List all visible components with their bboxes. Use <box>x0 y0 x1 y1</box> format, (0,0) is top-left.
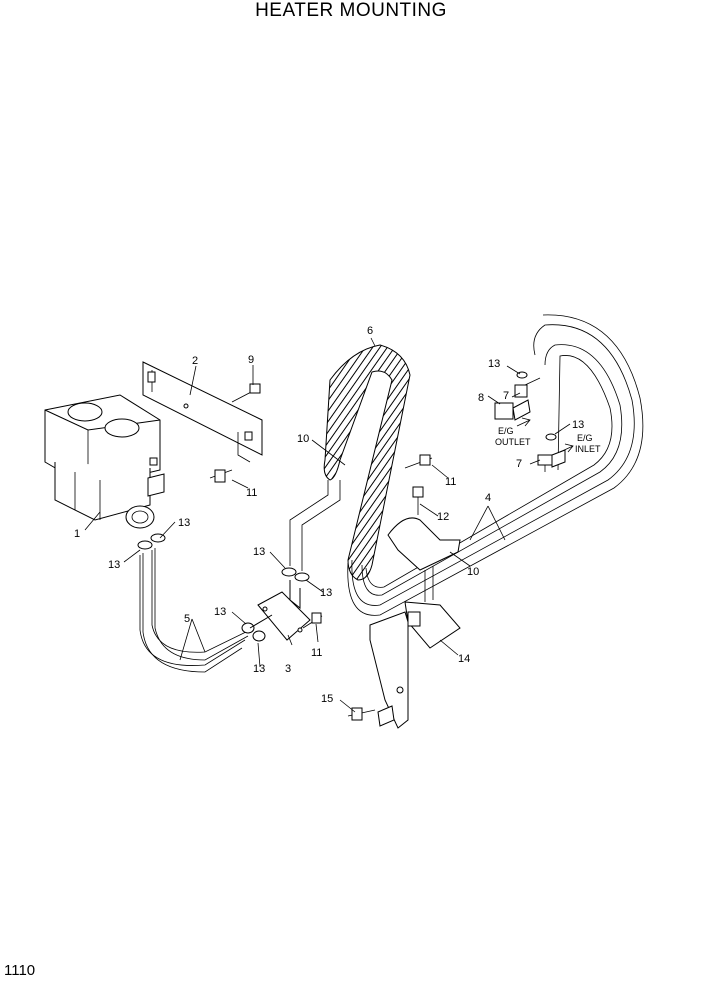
heater-unit <box>44 394 165 529</box>
valve-plate <box>249 580 311 641</box>
callout-13-top: 13 <box>488 358 500 370</box>
valve-assembly-inlet <box>537 449 566 472</box>
callout-7-outlet: 7 <box>503 390 509 402</box>
hose-5 <box>139 548 251 673</box>
callout-13-hose-right: 13 <box>253 663 265 675</box>
bolt-11-left <box>209 469 233 483</box>
callout-1: 1 <box>74 528 80 540</box>
callout-8: 8 <box>478 392 484 404</box>
callout-10-upper: 10 <box>297 433 309 445</box>
heater-bracket <box>142 361 263 463</box>
callout-4: 4 <box>485 492 491 504</box>
eg-inlet-label-line2: INLET <box>575 444 601 454</box>
callout-11-left: 11 <box>246 487 257 499</box>
bolt-15 <box>347 707 376 721</box>
callout-2: 2 <box>192 355 198 367</box>
callout-13-valve-upper-right: 13 <box>320 587 332 599</box>
callout-12: 12 <box>437 511 449 523</box>
bolt-11-mid <box>404 454 433 469</box>
valve-assembly-outlet <box>494 377 541 421</box>
flow-arrows <box>516 417 574 453</box>
bolt-9 <box>231 383 261 403</box>
callout-11-mid: 11 <box>445 476 456 488</box>
page-title: HEATER MOUNTING <box>255 0 447 21</box>
callout-13-heater-right: 13 <box>178 517 190 529</box>
callout-11-low: 11 <box>311 647 322 659</box>
hose-6-sleeve <box>323 344 411 581</box>
callout-10-lower: 10 <box>467 566 479 578</box>
callout-14: 14 <box>458 653 470 665</box>
callout-5: 5 <box>184 613 190 625</box>
callout-3: 3 <box>285 663 291 675</box>
hose-clamps <box>137 371 557 642</box>
callout-13-heater-left: 13 <box>108 559 120 571</box>
eg-inlet-label-line1: E/G <box>577 433 593 443</box>
hose-4 <box>347 314 644 616</box>
callout-15: 15 <box>321 693 333 705</box>
bolt-12 <box>412 486 424 515</box>
eg-outlet-label-line2: OUTLET <box>495 437 531 447</box>
bolt-11-low <box>302 612 323 629</box>
eg-outlet-label-line1: E/G <box>498 426 514 436</box>
leader-lines <box>84 337 571 713</box>
mount-clamp <box>387 517 461 602</box>
connector-tubes <box>289 480 341 571</box>
callout-13-inlet: 13 <box>572 419 584 431</box>
callout-9: 9 <box>248 354 254 366</box>
support-bracket-14 <box>369 601 461 729</box>
callout-13-valve-upper-left: 13 <box>253 546 265 558</box>
page-number: 1110 <box>4 962 36 979</box>
callout-6: 6 <box>367 325 373 337</box>
callout-7-inlet: 7 <box>516 458 522 470</box>
callout-13-hose-left: 13 <box>214 606 226 618</box>
